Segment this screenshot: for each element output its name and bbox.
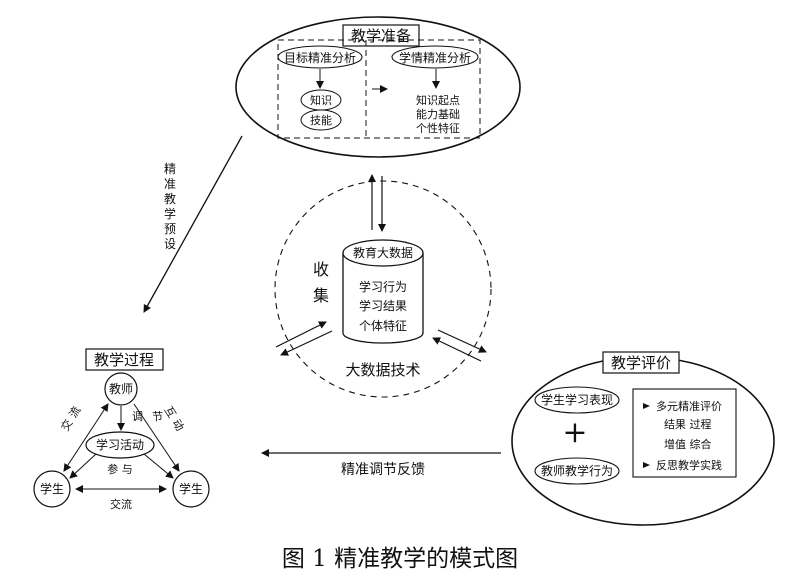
teaching-process: 教学过程 教师 学习活动 学生 学生 调 节 参 与 交 流 互 动 交流 [33,348,210,511]
start-point-label: 知识起点 [416,93,460,107]
skill-ellipse [300,109,342,131]
goal-analysis-ellipse [277,45,363,69]
evaluation-item-3: 增值 综合 [664,437,712,451]
evaluation-list-box [632,388,737,478]
adjust-char-1: 调 [132,410,143,423]
preparation-title: 教学准备 [351,27,411,45]
teacher-label: 教师 [109,381,133,396]
feedback-label: 精准调节反馈 [341,462,425,478]
activity-to-right-arrow [143,453,174,479]
preparation-ellipse [235,16,521,158]
preset-char-4: 学 [164,206,176,221]
evaluation-item-4: 反思教学实践 [656,458,722,472]
skill-label: 技能 [310,113,332,127]
evaluation-title-box [602,351,680,374]
teacher-to-left-arrow [63,403,109,472]
process-title: 教学过程 [94,351,154,369]
activity-to-left-arrow [69,453,97,479]
student-right-circle [172,470,210,508]
adjust-char-2: 节 [152,410,163,423]
database-item-result: 学习结果 [359,298,407,313]
plus-sign: + [562,415,587,450]
teacher-to-right-arrow [133,403,180,472]
reflect-bullet-icon [643,462,650,468]
communicate-label: 交流 [110,497,132,511]
precise-feedback: 精准调节反馈 [261,449,501,478]
big-data-technology: 教育大数据 学习行为 学习结果 个体特征 收 集 大数据技术 [274,174,492,398]
preset-char-5: 预 [164,222,176,236]
communicate-left-char-2: 流 [66,404,84,421]
ability-label: 能力基础 [416,107,460,121]
teaching-preparation: 教学准备 目标精准分析 学情精准分析 知识 技能 知识起点 能力基础 个性特征 [235,16,521,158]
evaluation-to-data-arrow [432,337,482,362]
preset-char-1: 精 [164,162,176,176]
preset-char-6: 设 [164,237,176,251]
data-to-evaluation-arrow [437,329,487,353]
teacher-circle [104,372,138,406]
student-left-label: 学生 [40,481,64,496]
student-right-label: 学生 [179,481,203,496]
participate-label: 参 与 [107,462,133,476]
big-data-tech-label: 大数据技术 [345,361,420,379]
precise-preset: 精 准 教 学 预 设 [143,135,243,313]
preset-char-3: 教 [164,191,176,206]
database-item-feature: 个体特征 [359,318,407,333]
teacher-behavior-label: 教师教学行为 [541,463,613,478]
preset-arrow [143,135,243,313]
figure-caption: 图 1 精准教学的模式图 [282,546,518,572]
communicate-left-char-1: 交 [58,417,76,434]
teaching-evaluation: 教学评价 学生学习表现 + 教师教学行为 多元精准评价 结果 过程 增值 综合 … [511,351,775,526]
learner-analysis-ellipse [391,45,479,69]
interact-char-2: 动 [170,417,187,433]
individual-label: 个性特征 [416,121,460,135]
evaluation-item-2: 结果 过程 [664,418,712,431]
data-to-process-arrow [280,330,333,356]
analysis-dashed-frame [277,39,481,139]
evaluation-title: 教学评价 [611,354,671,372]
student-performance-ellipse [534,386,620,414]
database-cylinder-body [342,253,424,344]
teacher-behavior-ellipse [534,457,620,485]
database-item-behavior: 学习行为 [359,279,407,294]
multi-eval-bullet-icon [643,403,650,409]
process-to-data-arrow [275,321,327,348]
preset-char-2: 准 [164,177,176,191]
learning-activity-ellipse [85,431,155,459]
knowledge-label: 知识 [310,93,332,107]
database-cylinder-top [342,239,424,267]
collect-char-1: 收 [313,260,329,279]
database-title: 教育大数据 [353,245,413,260]
process-title-box [85,348,164,371]
collect-char-2: 集 [313,286,329,305]
learning-activity-label: 学习活动 [96,437,144,452]
student-left-circle [33,470,71,508]
student-performance-label: 学生学习表现 [541,392,613,407]
interact-char-1: 互 [162,404,179,420]
big-data-dashed-circle [274,180,492,398]
learner-analysis-label: 学情精准分析 [399,50,471,65]
preparation-title-box [342,24,420,47]
goal-analysis-label: 目标精准分析 [284,51,356,65]
evaluation-item-1: 多元精准评价 [656,399,722,413]
